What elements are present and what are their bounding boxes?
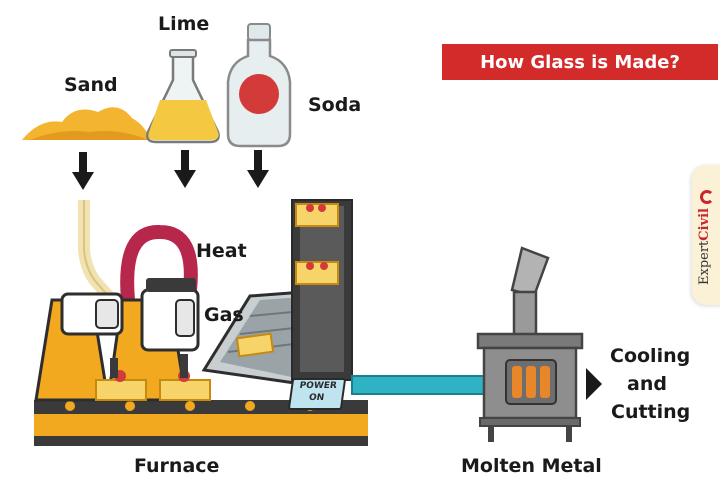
label-cooling: Cooling [610, 345, 691, 367]
label-heat: Heat [196, 240, 247, 262]
soda-bottle [226, 23, 292, 148]
sand-pile [22, 107, 150, 140]
tower [291, 199, 353, 381]
label-gas: Gas [204, 304, 244, 326]
page-title-banner: How Glass is Made? [442, 44, 718, 80]
power-state: ON [308, 393, 325, 403]
conveyor-base [34, 400, 368, 446]
brand-logo-icon [700, 190, 714, 204]
down-arrow-icon [72, 152, 94, 190]
power-on-button[interactable]: POWER ON [287, 378, 347, 410]
molten-pipe [351, 373, 498, 397]
label-molten-metal: Molten Metal [461, 455, 602, 477]
down-arrow-icon [174, 150, 196, 188]
stove [476, 246, 584, 442]
heat-pipe [120, 225, 198, 301]
label-cutting: Cutting [611, 401, 691, 423]
brand-tab [692, 165, 720, 305]
brand-wordmark: ExpertCivil [697, 208, 712, 285]
brand-prefix: Expert [697, 240, 712, 285]
furnace-unit [34, 278, 211, 402]
lime-flask [146, 49, 220, 144]
page-title: How Glass is Made? [480, 51, 680, 73]
label-lime: Lime [158, 13, 210, 35]
power-label: POWER [298, 381, 338, 391]
label-and: and [627, 373, 667, 395]
right-arrow-icon [586, 368, 602, 400]
label-sand: Sand [64, 74, 118, 96]
down-arrow-icon [247, 150, 269, 188]
label-soda: Soda [308, 94, 362, 116]
brand-highlight: Civil [697, 208, 712, 241]
label-furnace: Furnace [134, 455, 220, 477]
